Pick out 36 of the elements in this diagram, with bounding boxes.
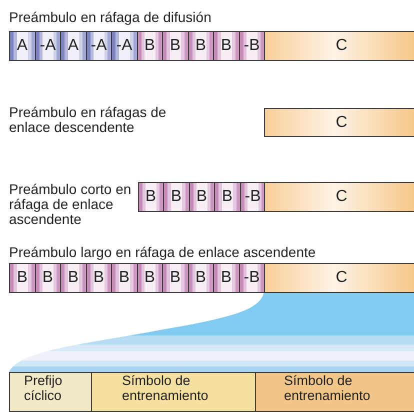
symbol-cell: B xyxy=(213,263,240,293)
frame-field: Prefijo cíclico xyxy=(9,372,92,412)
symbol-cell: C xyxy=(264,31,414,61)
symbol-cell: B xyxy=(136,263,163,293)
frame-field: Símbolo de entrenamiento xyxy=(91,372,256,412)
symbol-cell: B xyxy=(188,182,215,212)
row-heading: Preámbulo corto en ráfaga de enlace ascendente xyxy=(9,182,132,227)
symbol-cell: B xyxy=(213,31,240,61)
symbol-cell: B xyxy=(60,263,86,293)
symbol-cell: B xyxy=(86,263,112,293)
symbol-cell: B xyxy=(34,263,61,293)
row-heading: Preámbulo en ráfagas de enlace descendente xyxy=(9,105,168,135)
symbol-cell: B xyxy=(188,31,214,61)
frame-field: Símbolo de entrenamiento xyxy=(255,372,414,412)
symbol-cell: B xyxy=(111,263,138,293)
symbol-cell: A xyxy=(60,31,86,61)
symbol-cell: B xyxy=(162,31,188,61)
zoom-band xyxy=(9,291,414,372)
symbol-cell: C xyxy=(264,108,414,137)
symbol-cell: -B xyxy=(238,31,265,61)
symbol-cell: -B xyxy=(238,263,265,293)
symbol-cell: B xyxy=(136,31,163,61)
symbol-cell: B xyxy=(214,182,240,212)
symbol-cell: A xyxy=(9,31,36,61)
symbol-cell: B xyxy=(138,182,164,212)
symbol-cell: C xyxy=(264,182,414,212)
symbol-cell: B xyxy=(9,263,36,293)
symbol-cell: -A xyxy=(111,31,138,61)
row-heading: Preámbulo largo en ráfaga de enlace ascendente xyxy=(9,245,317,260)
symbol-cell: B xyxy=(163,182,190,212)
symbol-cell: -A xyxy=(34,31,61,61)
symbol-cell: B xyxy=(188,263,214,293)
symbol-cell: C xyxy=(264,263,414,293)
symbol-cell: B xyxy=(162,263,188,293)
symbol-cell: -A xyxy=(86,31,112,61)
row-heading: Preámbulo en ráfaga de difusión xyxy=(9,10,212,25)
